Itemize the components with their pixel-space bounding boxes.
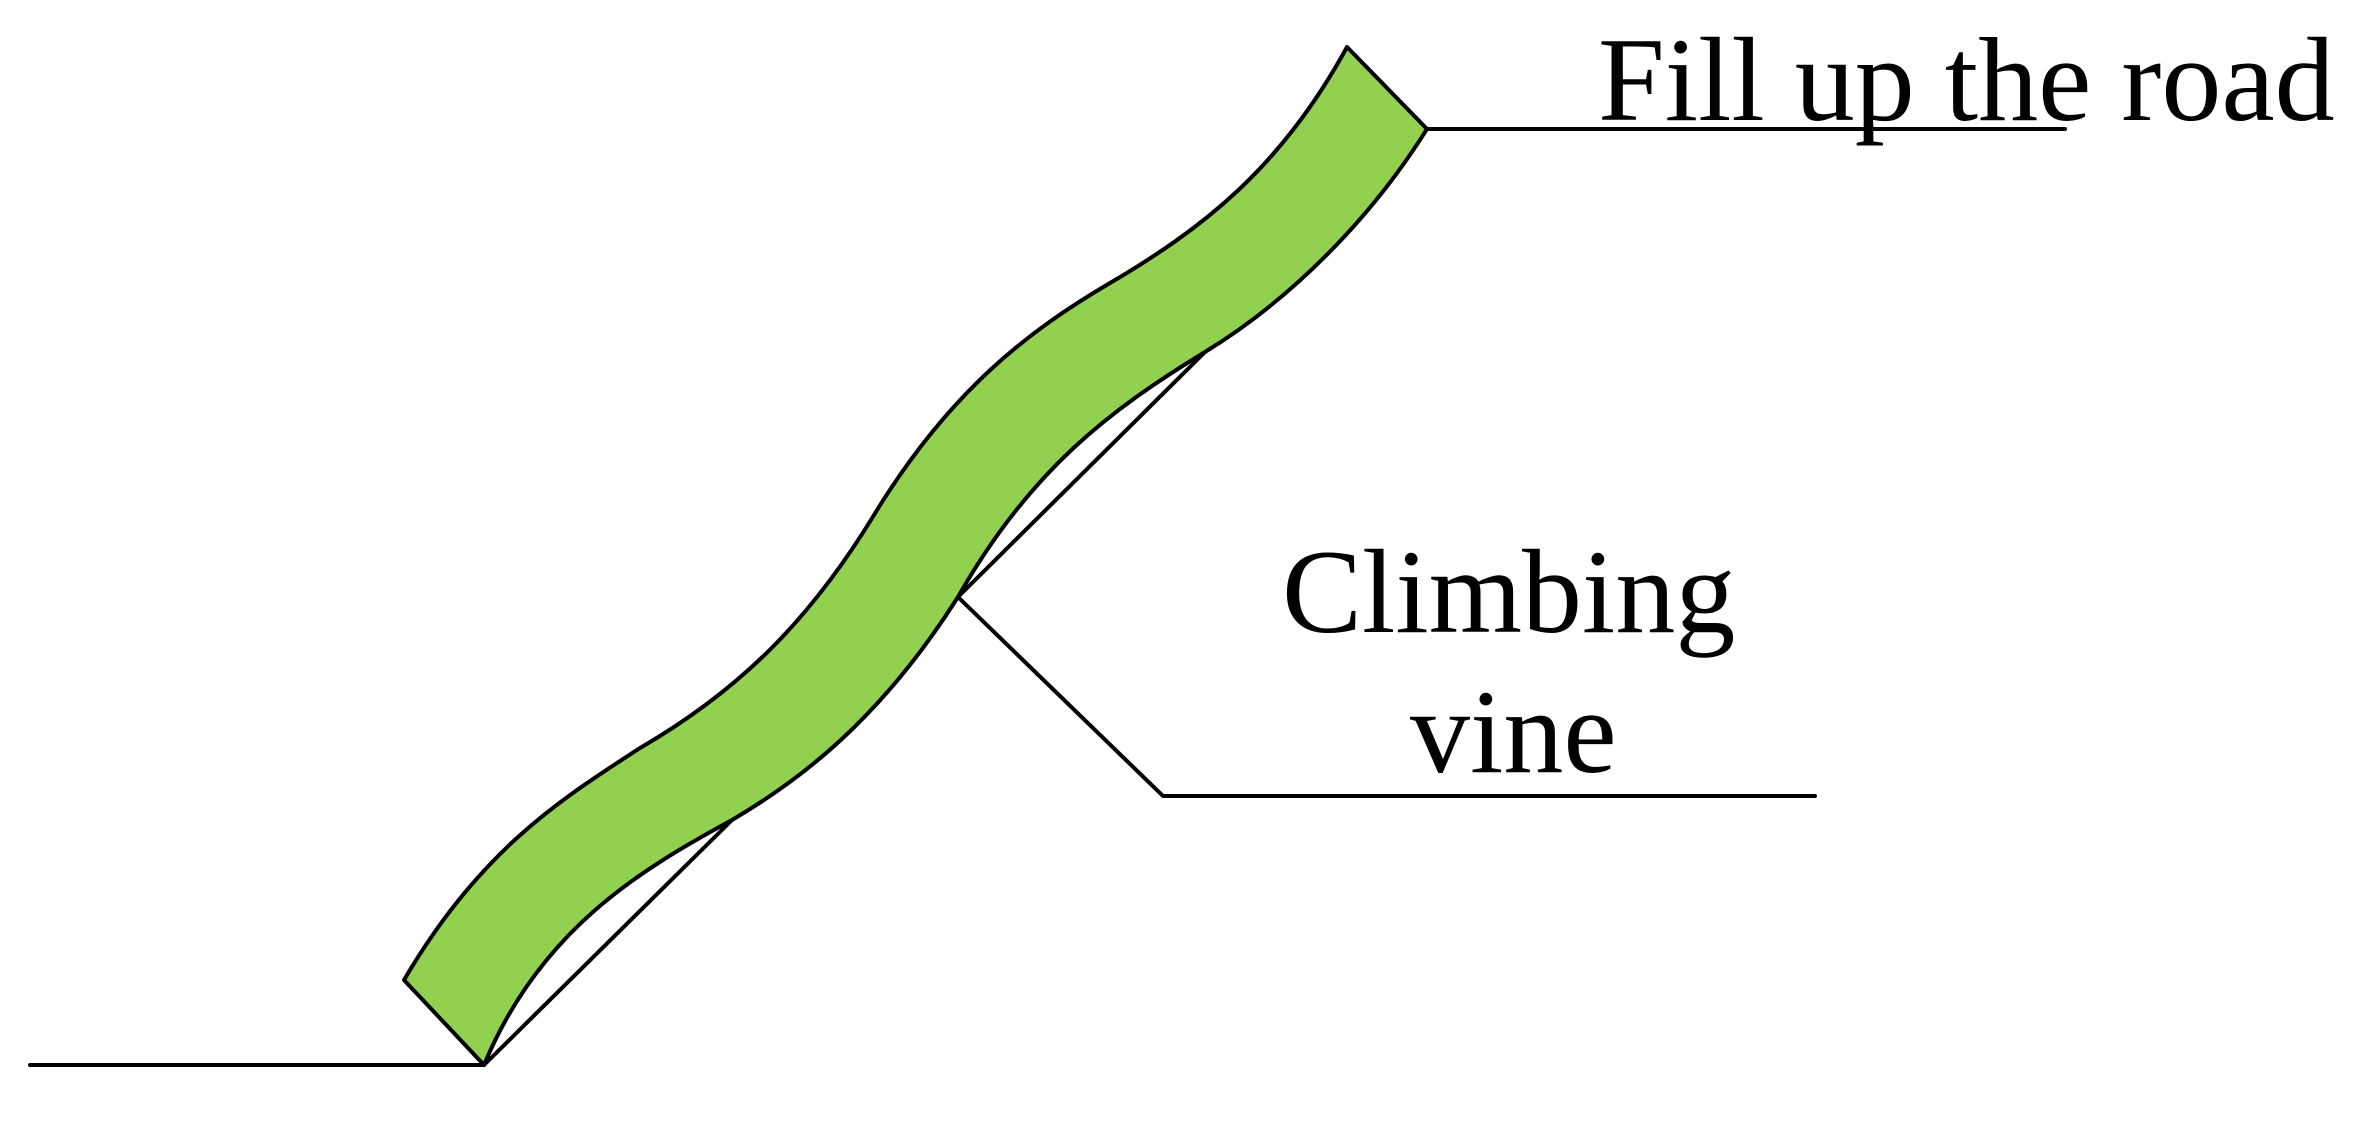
slope-face-upper bbox=[956, 350, 1207, 599]
climbing-vine-band bbox=[402, 45, 1429, 1067]
slope-face-lower bbox=[482, 818, 734, 1067]
vine-label-line2: vine bbox=[1410, 665, 1617, 798]
road-label: Fill up the road bbox=[1598, 13, 2335, 146]
vine-label-line1: Climbing bbox=[1282, 525, 1735, 658]
vine-leader-line bbox=[956, 595, 1817, 798]
